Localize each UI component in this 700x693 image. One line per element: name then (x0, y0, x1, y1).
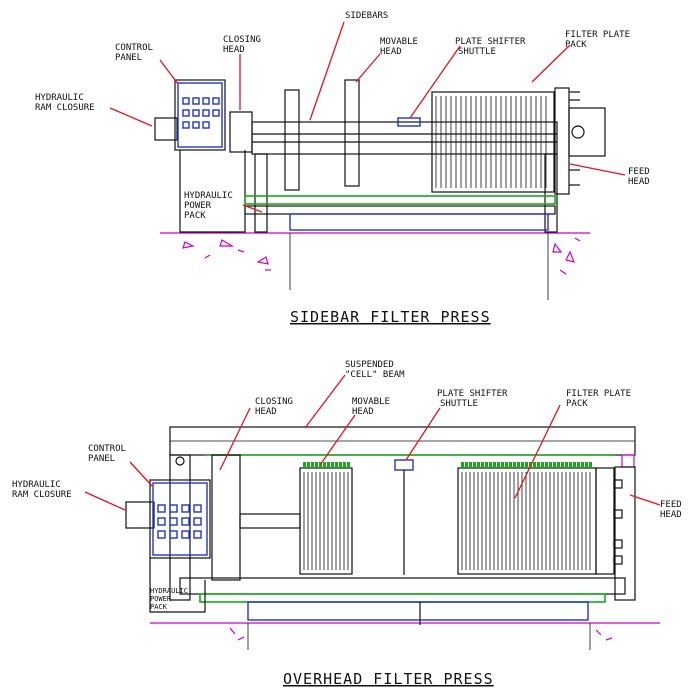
sidebar-feed-pipes (569, 91, 580, 186)
sidebar-movable-head (344, 79, 360, 187)
overhead-base-frame (179, 577, 626, 595)
overhead-caption: OVERHEAD FILTER PRESS (283, 670, 494, 688)
sidebar-press-drawing (154, 79, 606, 300)
overhead-plate-pack (457, 467, 597, 575)
overhead-ram-rod (239, 513, 301, 529)
sidebar-label-sidebars: SIDEBARS (345, 11, 388, 21)
overhead-power-pack (149, 558, 206, 613)
sidebar-caption: SIDEBAR FILTER PRESS (290, 308, 491, 326)
sidebar-ground-hatch (182, 237, 581, 275)
overhead-movable-head-ribs (303, 462, 350, 570)
sidebar-movable-head-disc (284, 89, 300, 191)
sidebar-feed-head-plate (568, 107, 606, 157)
overhead-plate-shifter (394, 459, 414, 471)
overhead-ram-cylinder (125, 501, 155, 529)
sidebar-control-panel (177, 82, 223, 148)
overhead-closing-head (211, 454, 241, 581)
sidebar-leg-right (544, 153, 558, 233)
overhead-beam-end-cap (621, 454, 635, 468)
overhead-column-right (614, 466, 636, 601)
sidebar-panel-buttons (182, 97, 220, 129)
overhead-press-drawing (125, 426, 660, 650)
overhead-leader-lines (84, 374, 661, 511)
sidebar-lower-rail (244, 195, 556, 205)
sidebar-plate-pack (431, 91, 555, 193)
overhead-panel-buttons (157, 504, 202, 539)
overhead-lower-rail (199, 593, 606, 603)
overhead-control-panel-body (149, 479, 211, 559)
sidebar-plate-shifter (397, 117, 421, 127)
sidebar-drip-tray (289, 213, 549, 231)
overhead-drip-tray (247, 601, 589, 621)
overhead-ground-hatch (229, 627, 613, 641)
overhead-feed-pipes (613, 479, 623, 565)
sidebar-leg-left (254, 153, 268, 233)
overhead-control-panel (152, 482, 208, 556)
sidebar-ram-cylinder (154, 117, 178, 141)
overhead-plates (461, 462, 592, 570)
sidebar-plates (435, 96, 547, 188)
sidebar-closing-head (229, 111, 253, 153)
overhead-column-left (169, 454, 191, 601)
sidebar-control-panel-body (174, 79, 226, 151)
overhead-feed-head (595, 467, 615, 575)
sidebar-power-pack (179, 150, 246, 233)
overhead-label-suspended-beam: SUSPENDED"CELL" BEAM (345, 360, 405, 380)
sidebar-leader-lines (109, 21, 626, 213)
sidebar-sidebar-beam (251, 121, 558, 155)
